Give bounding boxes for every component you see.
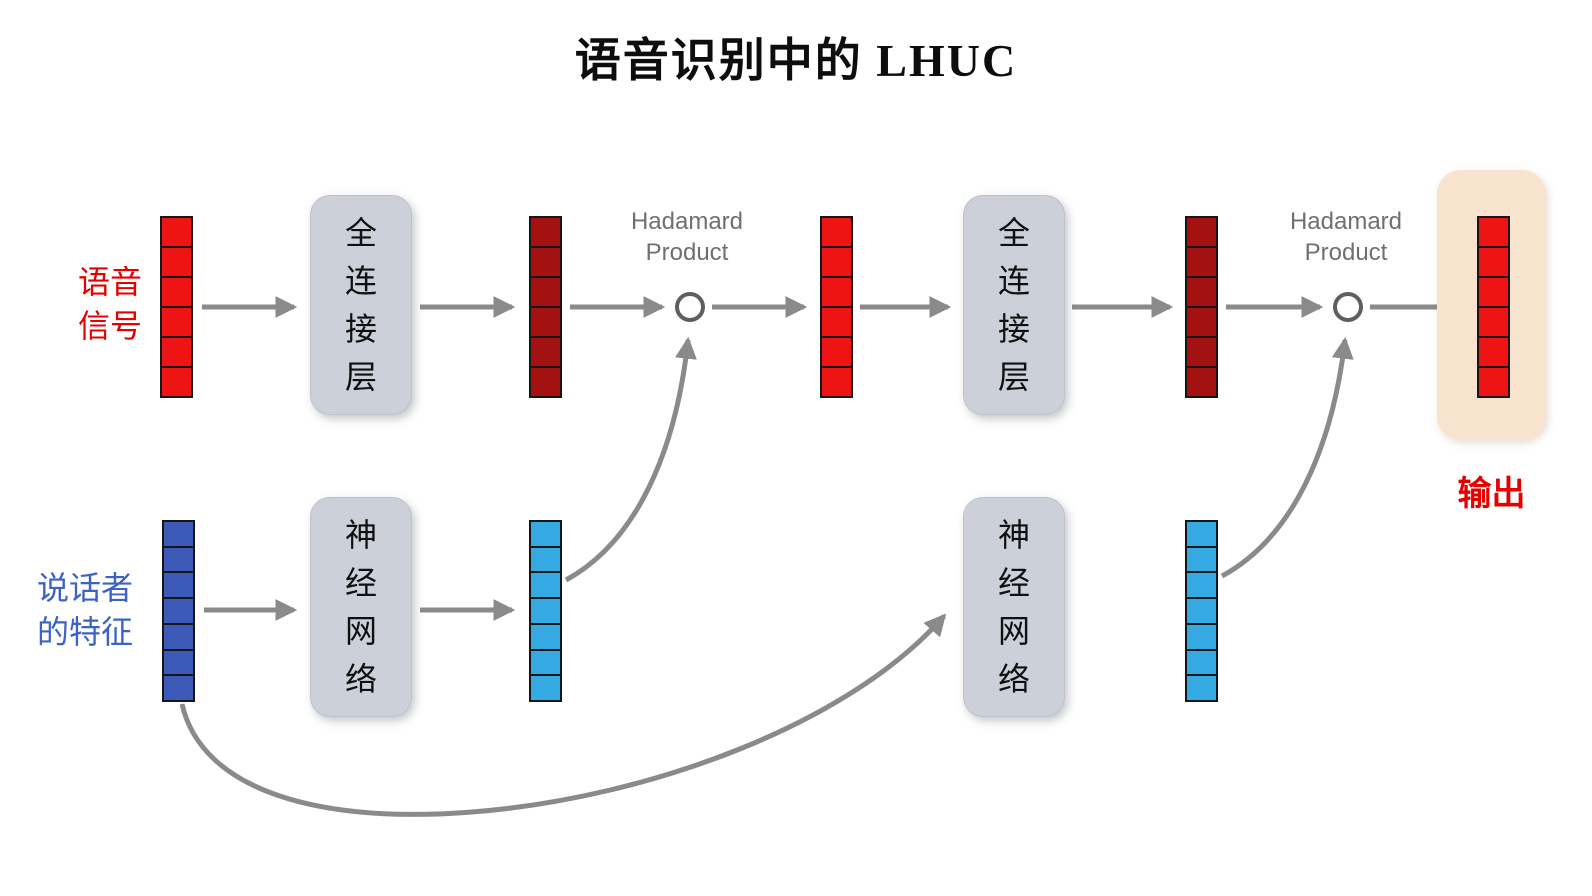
- hadamard1-output-vector: [820, 216, 853, 398]
- hadamard-product-2-label: Hadamard Product: [1289, 208, 1403, 266]
- speaker-input-vector: [162, 520, 195, 703]
- curve-speaker-to-nn2: [179, 613, 947, 817]
- fc-layer-2-box: 全连接层: [963, 195, 1065, 415]
- fc2-output-vector: [1185, 216, 1218, 398]
- curve-nn2-output-to-hadamard2: [1220, 336, 1354, 579]
- final-output-vector: [1477, 216, 1510, 398]
- speech-input-vector: [160, 216, 193, 398]
- fc-layer-1-box: 全连接层: [310, 195, 412, 415]
- diagram-title: 语音识别中的 LHUC: [574, 35, 1018, 86]
- neural-network-2-label: 神经网络: [998, 517, 1031, 697]
- neural-network-2-box: 神经网络: [963, 497, 1065, 717]
- fc-layer-1-label: 全连接层: [345, 215, 378, 395]
- speaker-features-label: 说话者 的特征: [36, 570, 133, 650]
- fc-layer-2-label: 全连接层: [998, 215, 1031, 395]
- nn1-output-vector: [529, 520, 562, 703]
- curve-nn1-output-to-hadamard1: [564, 336, 697, 583]
- speech-signal-label: 语音 信号: [77, 264, 142, 344]
- neural-network-1-box: 神经网络: [310, 497, 412, 717]
- hadamard-operator-2-icon: [1333, 292, 1363, 322]
- nn2-output-vector: [1185, 520, 1218, 703]
- neural-network-1-label: 神经网络: [345, 517, 378, 697]
- hadamard-operator-1-icon: [675, 292, 705, 322]
- fc1-output-vector: [529, 216, 562, 398]
- output-label: 输出: [1457, 476, 1526, 513]
- hadamard-product-1-label: Hadamard Product: [630, 208, 744, 266]
